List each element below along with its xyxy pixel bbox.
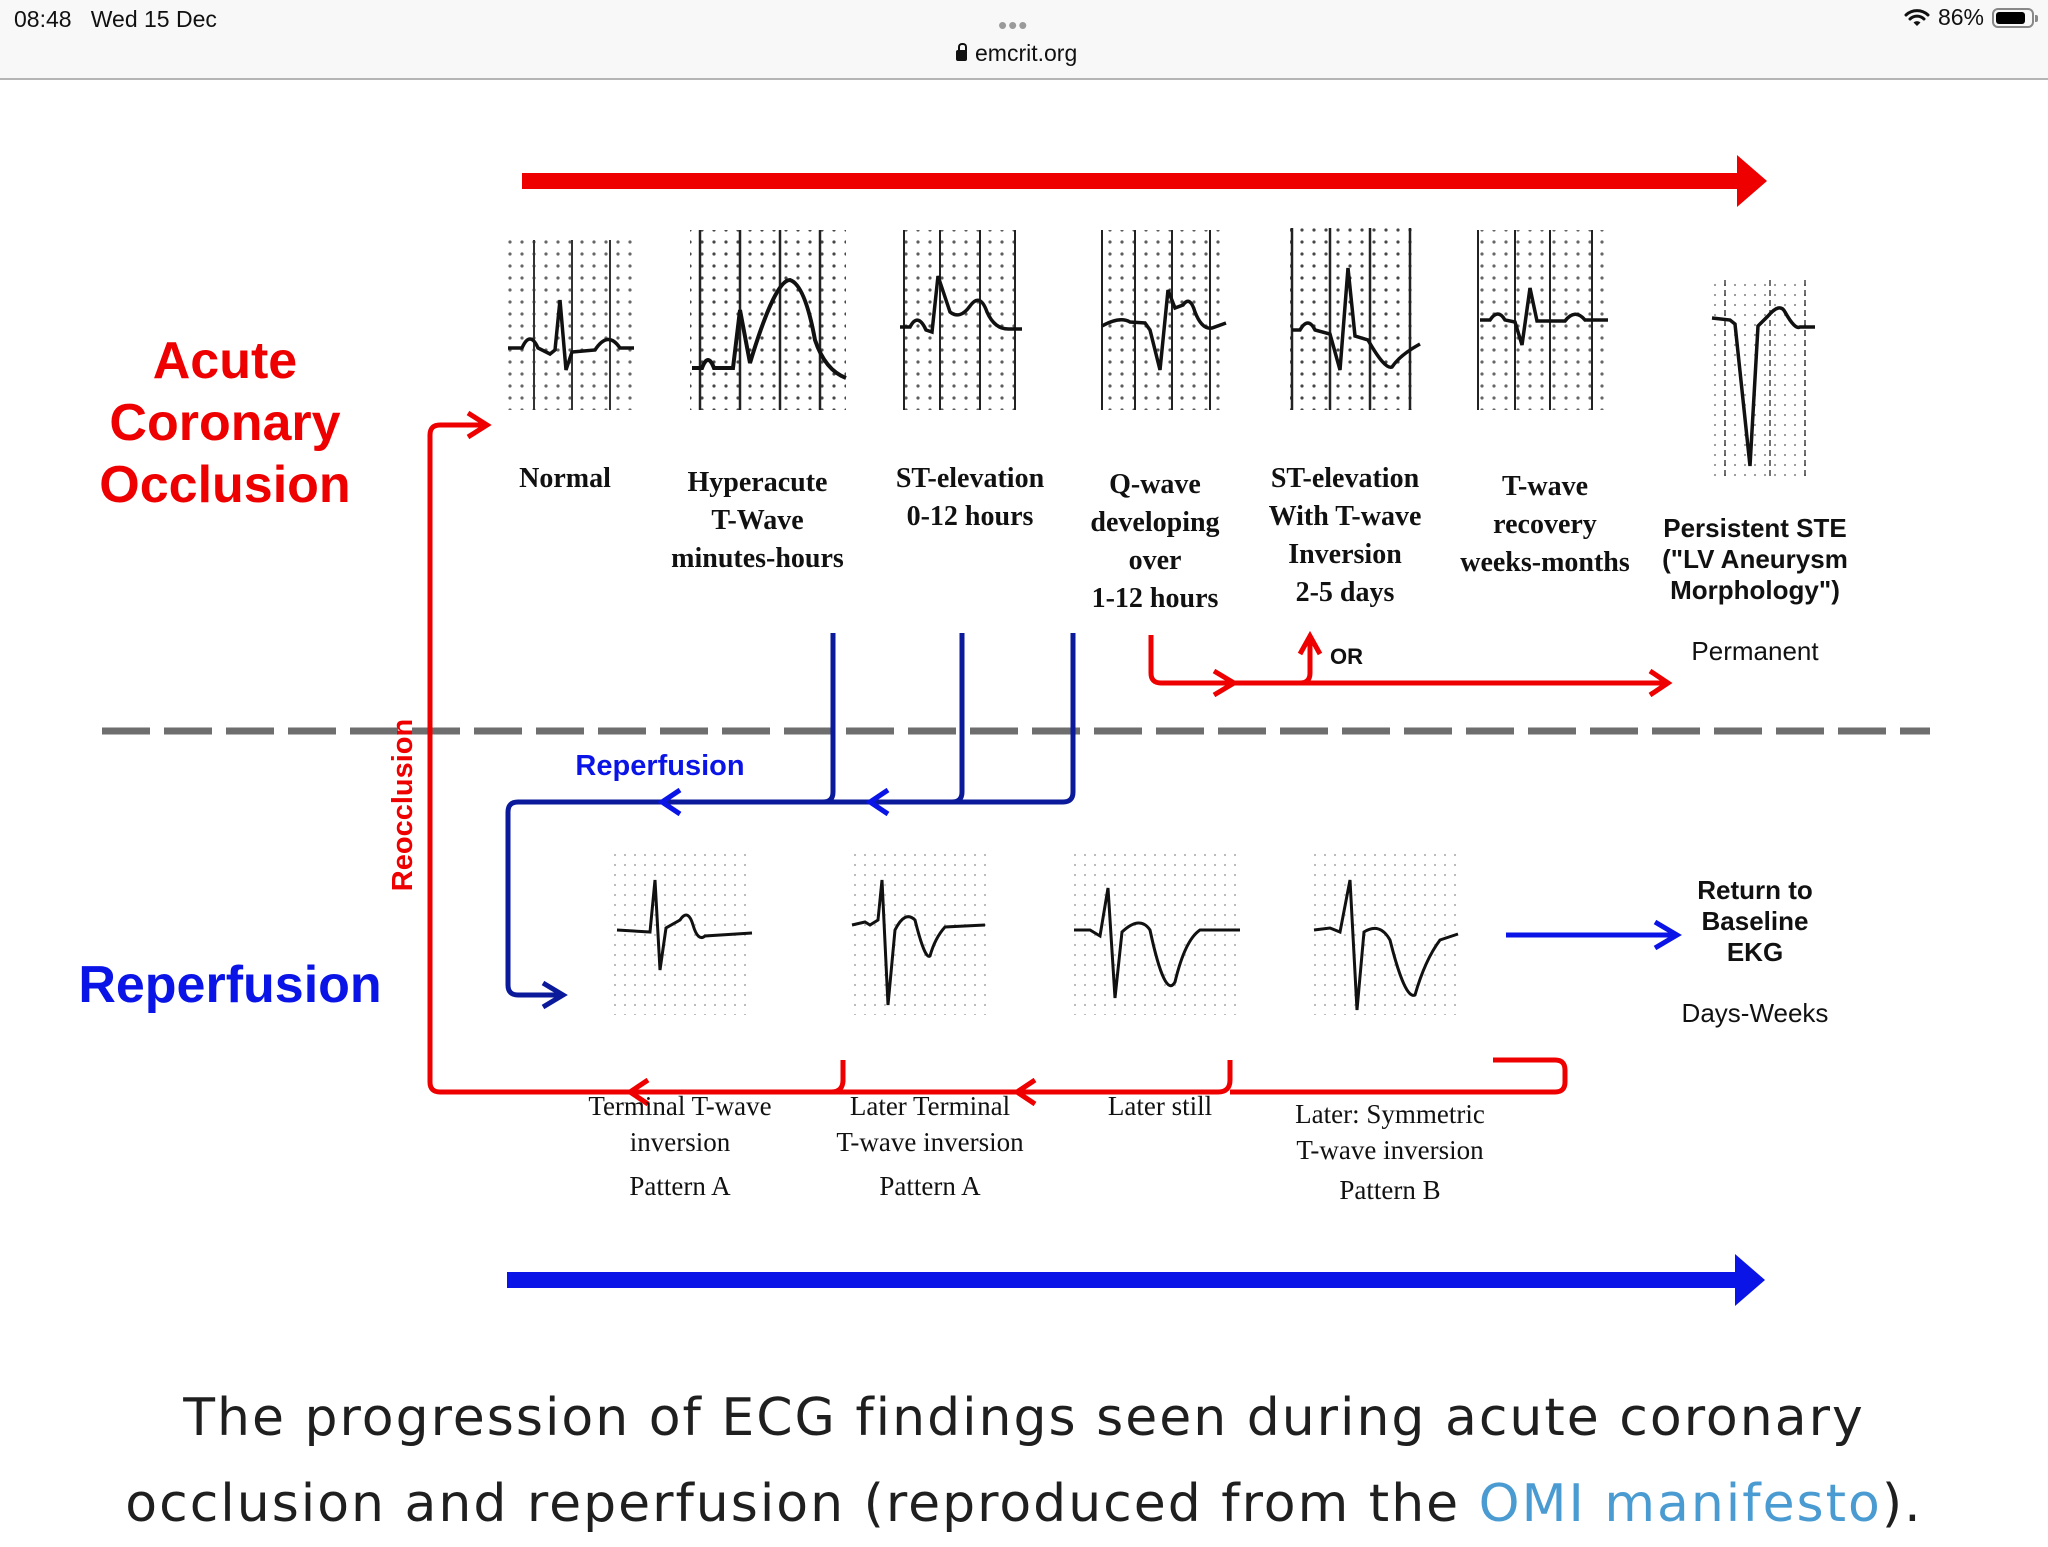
or-label: OR [1330,644,1363,669]
section-title-reperfusion: Reperfusion [78,956,382,1014]
stage-line: 2-5 days [1295,577,1395,608]
stage-line: over [1128,545,1182,576]
stage-line: T-wave [1501,471,1589,502]
time-text: 08:48 [14,6,72,32]
stage-label-st-elevation: ST-elevation 0-12 hours [875,460,1065,536]
stage-label-q-wave: Q-wave developing over 1-12 hours [1070,466,1240,618]
occlusion-title-line: Coronary [109,394,341,452]
omi-manifesto-link[interactable]: OMI manifesto [1478,1474,1882,1534]
reperfusion-branch-arrows [505,633,1076,1010]
stage-line: Later still [1107,1091,1213,1121]
stage-line: With T-wave [1268,501,1422,532]
stage-line: minutes-hours [671,543,844,574]
reocclusion-label: Reocclusion [387,719,419,891]
wifi-icon [1904,8,1930,26]
address-bar[interactable]: emcrit.org [956,40,1077,67]
diagram-graphics: Reocclusion [102,155,1930,1306]
return-line: EKG [1726,937,1784,967]
ecg-progression-diagram: Reocclusion Acute Coronary Occlusion Rep… [0,80,2048,1380]
battery-percent: 86% [1937,4,1984,30]
stage-line: Terminal T-wave [588,1091,772,1121]
stage-line: developing [1090,507,1220,538]
ecg-strip-t-wave-recovery [1477,230,1608,410]
ecg-strip-normal [505,240,635,410]
stage-label-t-wave-recovery: T-wave recovery weeks-months [1440,468,1650,582]
stage-line: ST-elevation [1270,463,1420,494]
stage-line: Persistent STE [1663,513,1847,543]
days-weeks-label: Days-Weeks [1681,998,1829,1028]
stage-line: recovery [1493,509,1597,540]
stage-line: Q-wave [1109,469,1201,500]
stage-line: inversion [629,1127,731,1157]
occlusion-timeline-arrow [522,155,1767,207]
stage-label-terminal-t-inversion: Terminal T-wave inversion Pattern A [570,1088,790,1204]
stage-line: T-Wave [711,505,804,536]
stage-line: ("LV Aneurysm [1662,544,1848,574]
pattern-label: Pattern B [1339,1175,1441,1205]
caption-text: occlusion and reperfusion (reproduced fr… [125,1474,1479,1534]
ecg-strip-st-elevation [898,230,1023,410]
pattern-label: Pattern A [629,1171,731,1201]
ecg-strip-q-wave [1100,230,1227,410]
return-baseline-arrow [1506,919,1682,951]
status-time: 08:48 Wed 15 Dec [14,6,217,33]
stage-line: weeks-months [1460,547,1630,578]
stage-label-persistent-ste: Persistent STE ("LV Aneurysm Morphology"… [1640,513,1870,606]
return-line: Baseline [1701,906,1809,936]
battery-icon [1992,7,2038,28]
q-wave-outcome-arrows [1148,630,1673,698]
ecg-strip-later-still [1072,850,1242,1015]
reperfusion-arrow-label: Reperfusion [575,750,745,782]
return-baseline-label: Return to Baseline EKG [1640,875,1870,968]
stage-line: Normal [519,463,611,494]
ecg-strip-hyperacute [690,230,847,410]
ecg-strip-later-terminal-t-inversion [850,850,990,1015]
return-line: Return to [1697,875,1813,905]
stage-line: 1-12 hours [1091,583,1219,614]
stage-label-hyperacute: Hyperacute T-Wave minutes-hours [660,464,855,578]
stage-label-later-terminal-t-inversion: Later Terminal T-wave inversion Pattern … [815,1088,1045,1204]
stage-line: Hyperacute [687,467,828,498]
figure-caption: The progression of ECG findings seen dur… [0,1375,2048,1547]
stage-line: Morphology") [1670,575,1840,605]
url-text: emcrit.org [975,40,1078,66]
ecg-strip-persistent-ste [1711,280,1815,480]
stage-line: T-wave inversion [1296,1135,1484,1165]
pattern-label: Pattern A [879,1171,981,1201]
battery-fill [1996,11,2026,24]
caption-text: ). [1881,1474,1923,1534]
occlusion-title-line: Acute [152,332,298,390]
stage-line: Inversion [1288,539,1402,570]
stage-label-symmetric-t-inversion: Later: Symmetric T-wave inversion Patter… [1275,1096,1505,1208]
ecg-strip-st-elevation-t-inversion [1290,228,1421,410]
status-bar: 08:48 Wed 15 Dec ••• emcrit.org 86% [0,0,2048,80]
stage-line: 0-12 hours [906,501,1034,532]
ecg-strip-terminal-t-inversion [614,850,754,1015]
reperfusion-timeline-arrow [507,1254,1765,1306]
caption-line-2: occlusion and reperfusion (reproduced fr… [0,1461,2048,1547]
stage-line: Later Terminal [849,1091,1011,1121]
stage-label-normal: Normal [500,460,630,498]
stage-line: Later: Symmetric [1295,1099,1485,1129]
stage-line: ST-elevation [895,463,1045,494]
stage-label-later-still: Later still [1080,1088,1240,1124]
date-text: Wed 15 Dec [90,6,217,32]
caption-line-1: The progression of ECG findings seen dur… [183,1388,1865,1448]
stage-line: T-wave inversion [836,1127,1024,1157]
ecg-strip-symmetric-t-inversion [1312,850,1462,1015]
lock-icon [956,43,967,61]
status-indicators: 86% [1904,4,2038,31]
occlusion-title-line: Occlusion [99,456,351,514]
permanent-label: Permanent [1691,636,1819,666]
section-title-occlusion: Acute Coronary Occlusion [80,330,370,516]
stage-label-st-elevation-t-inversion: ST-elevation With T-wave Inversion 2-5 d… [1245,460,1445,612]
reocclusion-arrow [427,410,1568,1107]
more-dots-icon[interactable]: ••• [998,10,1029,40]
